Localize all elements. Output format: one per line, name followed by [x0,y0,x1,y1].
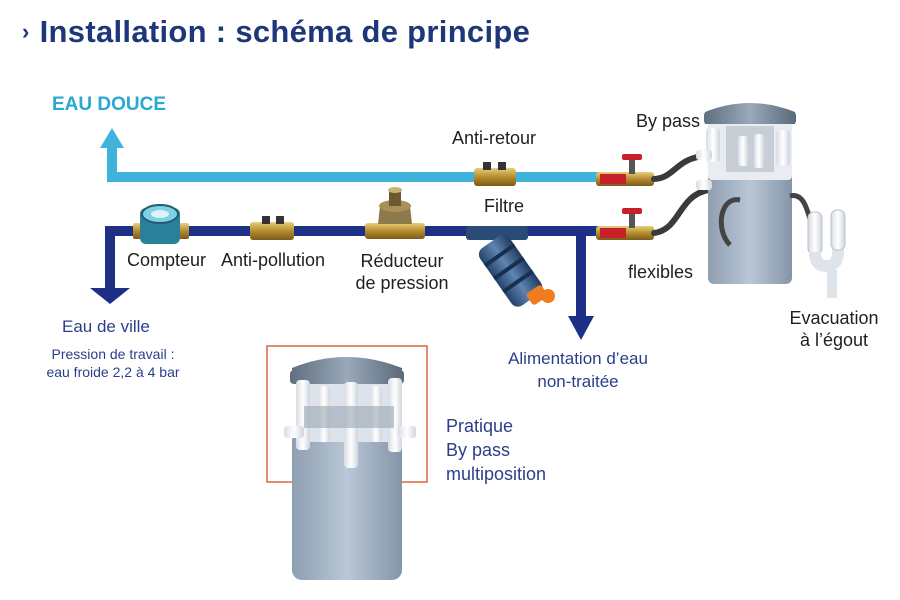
check-valve [474,162,516,186]
inset-bypass-photo [266,345,428,580]
label-pratique: Pratique By pass multiposition [446,414,546,486]
label-reducteur-line1: Réducteur [360,251,444,271]
label-eau-de-ville: Eau de ville [62,317,150,336]
label-flexibles: flexibles [628,262,694,282]
filter [466,226,555,307]
page-title-text: Installation : schéma de principe [39,14,531,49]
soft-water-up-arrow [100,128,124,148]
soft-water-pipe [100,128,617,182]
chevron-right-icon: › [22,19,30,44]
softener-unit [696,103,796,284]
page-title: › Installation : schéma de principe [22,14,530,50]
bypass-valve-top [596,154,654,186]
label-anti-retour: Anti-retour [452,128,537,148]
label-alimentation: Alimentation d’eau non-traitée [478,347,678,393]
label-pratique-line2: By pass [446,440,511,460]
label-evacuation: Evacuation à l’égout [780,307,888,351]
label-pratique-line1: Pratique [446,416,514,436]
label-reducteur-line2: de pression [355,273,449,293]
label-filtre: Filtre [484,196,524,216]
label-pression-travail: Pression de travail : eau froide 2,2 à 4… [20,345,206,381]
label-alimentation-line2: non-traitée [537,372,619,391]
label-compteur: Compteur [127,250,207,270]
label-anti-pollution: Anti-pollution [221,250,326,270]
label-eau-douce: EAU DOUCE [52,94,167,115]
water-meter [133,204,189,244]
label-pression-line2: eau froide 2,2 à 4 bar [46,364,180,380]
flexible-hoses [651,153,711,236]
label-pression-line1: Pression de travail : [51,346,175,362]
drain-siphon [718,193,846,298]
label-evacuation-line2: à l’égout [799,330,869,350]
untreated-supply-down-arrow [568,316,594,340]
bypass-valve-bottom [596,208,654,240]
city-water-inlet-arrow [90,288,130,304]
label-by-pass: By pass [636,111,701,131]
label-reducteur-pression: Réducteur de pression [352,250,452,294]
city-water-pipe [90,226,605,340]
label-alimentation-line1: Alimentation d’eau [508,349,648,368]
label-evacuation-line1: Evacuation [789,308,879,328]
anti-pollution-valve [250,216,294,240]
pressure-reducer [365,187,425,239]
label-pratique-line3: multiposition [446,464,547,484]
